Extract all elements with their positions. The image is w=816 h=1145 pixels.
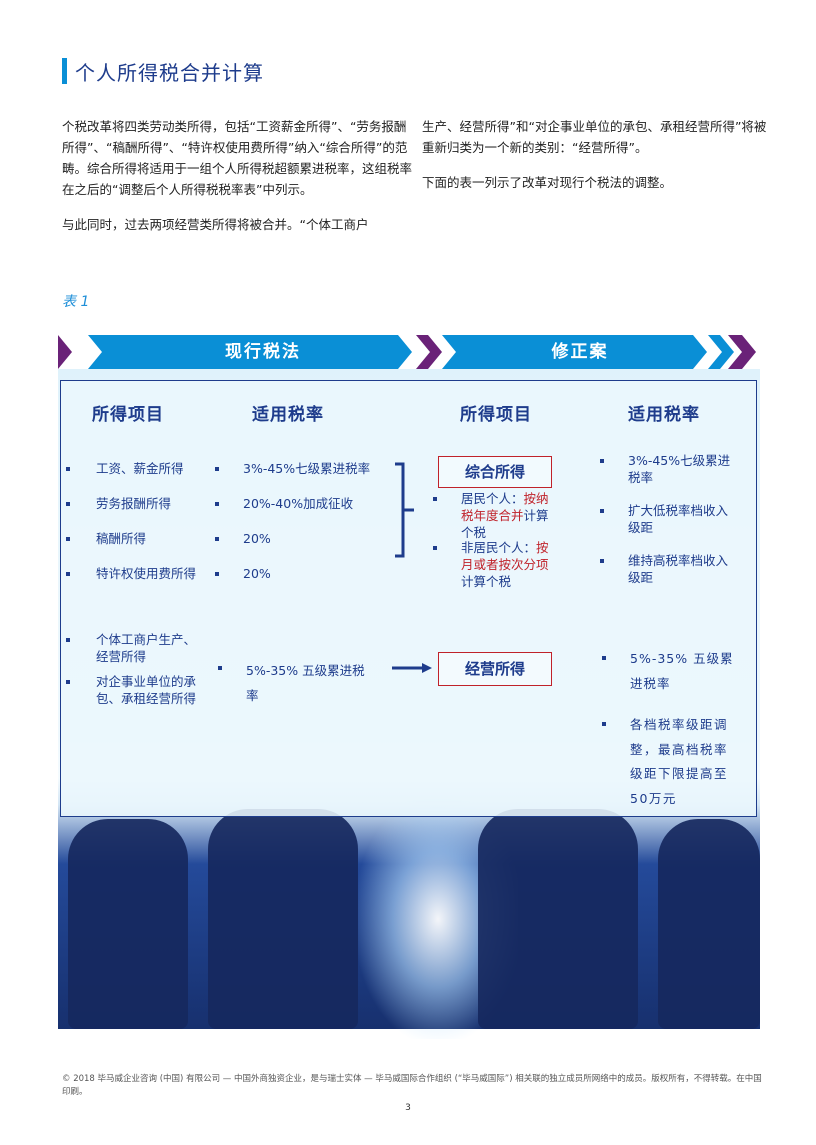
current-rate-item: 20% <box>243 531 271 546</box>
header-current-rate: 适用税率 <box>252 405 324 425</box>
title-accent-bar <box>62 58 67 84</box>
table-caption: 表 1 <box>62 294 90 310</box>
copyright-footer: © 2018 毕马威企业咨询 (中国) 有限公司 — 中国外商独资企业，是与瑞士… <box>62 1074 762 1097</box>
silhouette <box>478 809 638 1029</box>
new-category-comprehensive-income: 综合所得 <box>438 456 552 488</box>
banner-amendment: 修正案 <box>551 342 609 362</box>
bullet <box>215 572 219 576</box>
page-title-text: 个人所得税合并计算 <box>75 60 264 85</box>
new-rate-item: 5%-35% 五级累进税率 <box>630 651 734 691</box>
new-rate-item: 维持高税率档收入级距 <box>628 553 729 585</box>
page-title: 个人所得税合并计算 <box>62 57 264 85</box>
bullet <box>600 459 604 463</box>
bullet <box>433 497 437 501</box>
chevron-banner-icon <box>58 335 756 369</box>
new-rate-item: 扩大低税率档收入级距 <box>628 503 729 535</box>
bullet <box>215 502 219 506</box>
current-rate-item: 3%-45%七级累进税率 <box>243 461 371 476</box>
bullet <box>66 537 70 541</box>
paragraph: 生产、经营所得”和“对企事业单位的承包、承租经营所得”将被重新归类为一个新的类别… <box>422 119 767 155</box>
current-rate-item: 20%-40%加成征收 <box>243 496 354 511</box>
new-income-note: 非居民个人：按月或者按次分项计算个税 <box>461 540 549 589</box>
bullet <box>215 467 219 471</box>
current-income-item: 对企事业单位的承包、承租经营所得 <box>96 674 197 706</box>
current-income-item: 劳务报酬所得 <box>96 496 172 511</box>
new-category-business-income: 经营所得 <box>438 652 552 686</box>
paragraph: 下面的表一列示了改革对现行个税法的调整。 <box>422 175 673 190</box>
bullet <box>433 546 437 550</box>
silhouette <box>658 819 760 1029</box>
bullet <box>218 666 222 670</box>
header-current-income: 所得项目 <box>92 405 164 425</box>
current-income-item: 特许权使用费所得 <box>96 566 197 581</box>
banner-current-law: 现行税法 <box>225 342 301 362</box>
current-income-item: 个体工商户生产、经营所得 <box>96 632 197 664</box>
current-rate-item: 20% <box>243 566 271 581</box>
table-header-banner: 现行税法 修正案 <box>58 335 760 369</box>
body-right-column: 生产、经营所得”和“对企事业单位的承包、承租经营所得”将被重新归类为一个新的类别… <box>422 116 767 207</box>
bullet <box>66 680 70 684</box>
bullet <box>66 638 70 642</box>
body-left-column: 个税改革将四类劳动类所得，包括“工资薪金所得”、“劳务报酬所得”、“稿酬所得”、… <box>62 116 412 249</box>
new-income-note: 居民个人：按纳税年度合并计算个税 <box>461 491 549 540</box>
paragraph: 与此同时，过去两项经营类所得将被合并。“个体工商户 <box>62 217 369 232</box>
bullet <box>66 467 70 471</box>
bracket-icon <box>395 462 414 558</box>
bullet <box>215 537 219 541</box>
bullet <box>600 509 604 513</box>
silhouette <box>208 809 358 1029</box>
header-new-rate: 适用税率 <box>628 405 700 425</box>
bullet <box>600 559 604 563</box>
header-new-income: 所得项目 <box>460 405 532 425</box>
paragraph: 个税改革将四类劳动类所得，包括“工资薪金所得”、“劳务报酬所得”、“稿酬所得”、… <box>62 119 413 197</box>
bullet <box>602 656 606 660</box>
new-rate-item: 各档税率级距调整，最高档税率级距下限提高至50万元 <box>630 717 729 806</box>
current-income-item: 稿酬所得 <box>96 531 147 546</box>
bullet <box>66 572 70 576</box>
silhouette <box>68 819 188 1029</box>
new-rate-item: 3%-45%七级累进税率 <box>628 453 731 485</box>
current-income-item: 工资、薪金所得 <box>96 461 184 476</box>
bullet <box>66 502 70 506</box>
page-number: 3 <box>405 1103 411 1113</box>
arrow-right-icon <box>392 663 432 673</box>
current-rate-item: 5%-35% 五级累进税率 <box>246 663 365 703</box>
comparison-table <box>60 380 757 817</box>
bullet <box>602 722 606 726</box>
